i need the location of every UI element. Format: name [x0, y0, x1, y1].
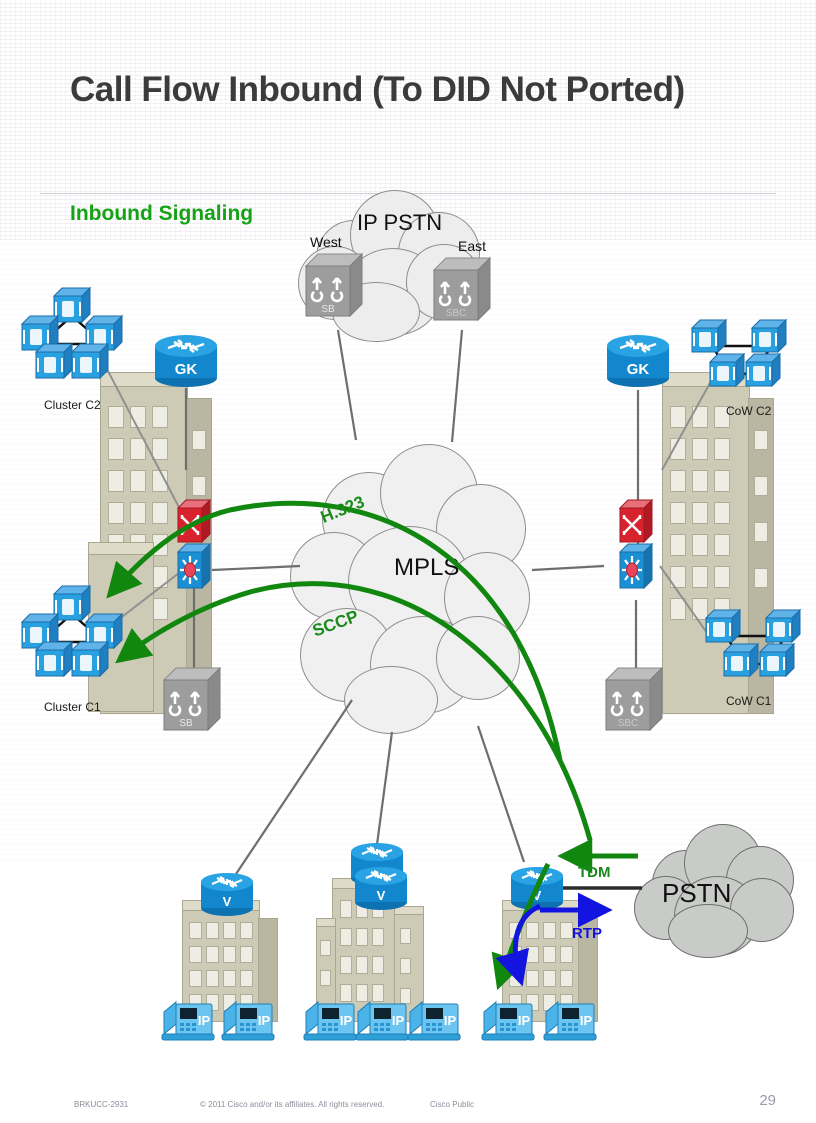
svg-text:IP: IP — [444, 1013, 457, 1028]
cow-c1-group — [700, 608, 816, 698]
voice-router-pstn-gateway[interactable]: V — [508, 862, 566, 914]
sbc-east-label: SBC — [446, 308, 467, 319]
svg-text:IP: IP — [518, 1013, 531, 1028]
pstn-cloud — [630, 822, 796, 962]
flow-label-tdm: TDM — [578, 864, 611, 881]
footer-copyright: © 2011 Cisco and/or its affiliates. All … — [200, 1100, 385, 1109]
ip-phone-1[interactable]: IP — [158, 998, 220, 1044]
footer-session-id: BRKUCC-2931 — [74, 1100, 129, 1109]
slide-footer: BRKUCC-2931 © 2011 Cisco and/or its affi… — [0, 1086, 816, 1123]
voice-router-glyph: V — [223, 894, 232, 909]
ip-pstn-west-label: West — [310, 234, 342, 250]
cluster-c2-label: Cluster C2 — [44, 398, 101, 412]
mpls-cloud — [286, 440, 532, 740]
svg-text:IP: IP — [580, 1013, 593, 1028]
ip-phone-7[interactable]: IP — [540, 998, 602, 1044]
subtitle: Inbound Signaling — [70, 202, 254, 225]
sbc-right-label: SBC — [618, 718, 639, 729]
sbc-west-label: SB — [321, 304, 335, 315]
voice-router-site-1[interactable]: V — [198, 868, 256, 920]
mpls-cloud-label: MPLS — [394, 554, 460, 581]
voice-router-glyph-2: V — [377, 888, 386, 903]
ip-phone-3[interactable]: IP — [300, 998, 362, 1044]
cluster-c1-group — [14, 580, 142, 690]
gatekeeper-right[interactable]: GK — [604, 330, 672, 390]
voice-router-site-2[interactable]: V — [352, 862, 410, 914]
voice-router-glyph-3: V — [533, 888, 542, 903]
gatekeeper-right-label: GK — [627, 361, 650, 378]
flow-label-rtp: RTP — [572, 925, 602, 942]
svg-text:IP: IP — [392, 1013, 405, 1028]
cow-c2-group — [686, 318, 806, 408]
ip-pstn-cloud-label: IP PSTN — [357, 210, 443, 235]
sbc-ip-pstn-west[interactable]: SB — [304, 252, 366, 330]
gatekeeper-left-label: GK — [175, 361, 198, 378]
svg-text:IP: IP — [258, 1013, 271, 1028]
ip-phone-5[interactable]: IP — [404, 998, 466, 1044]
page-title: Call Flow Inbound (To DID Not Ported) — [70, 70, 685, 109]
sbc-right-site[interactable]: SBC — [604, 666, 666, 744]
ip-phone-2[interactable]: IP — [218, 998, 280, 1044]
ip-phone-glyph: IP — [198, 1013, 211, 1028]
sbc-ip-pstn-east[interactable]: SBC — [432, 256, 494, 334]
switch-stack-left[interactable] — [176, 498, 212, 592]
footer-classification: Cisco Public — [430, 1100, 475, 1109]
cow-c2-label: CoW C2 — [726, 404, 772, 418]
gatekeeper-left[interactable]: GK — [152, 330, 220, 390]
page-number: 29 — [759, 1092, 776, 1109]
cow-c1-label: CoW C1 — [726, 694, 772, 708]
sbc-left-site[interactable]: SB — [162, 666, 224, 744]
ip-phone-6[interactable]: IP — [478, 998, 540, 1044]
svg-text:IP: IP — [340, 1013, 353, 1028]
pstn-cloud-label: PSTN — [662, 878, 732, 908]
cluster-c1-label: Cluster C1 — [44, 700, 101, 714]
cluster-c2-group — [14, 282, 142, 392]
sbc-left-label: SB — [179, 718, 193, 729]
switch-stack-right[interactable] — [618, 498, 654, 592]
ip-pstn-east-label: East — [458, 238, 487, 254]
building-bottom-2 — [316, 878, 446, 1022]
